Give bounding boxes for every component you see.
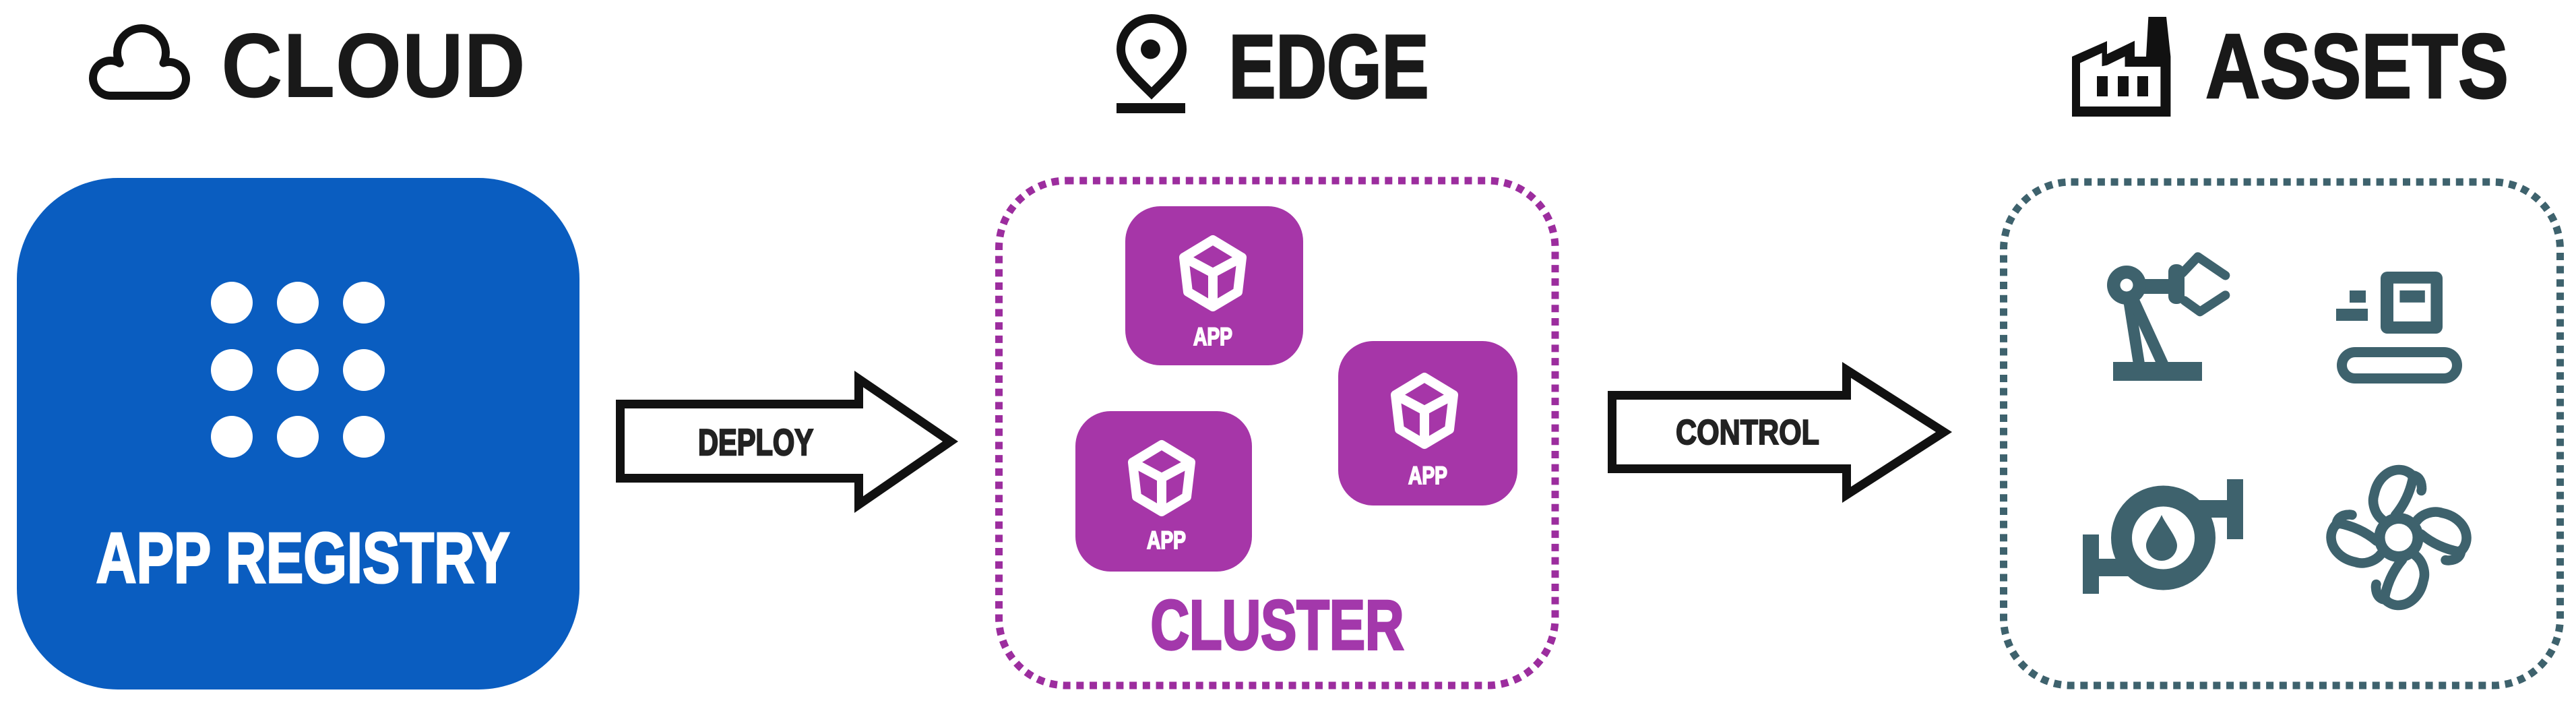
- svg-text:CLUSTER: CLUSTER: [1151, 586, 1404, 665]
- svg-text:APP: APP: [1408, 462, 1447, 489]
- svg-text:APP: APP: [1147, 526, 1186, 554]
- svg-text:DEPLOY: DEPLOY: [698, 421, 813, 463]
- svg-text:EDGE: EDGE: [1229, 17, 1429, 117]
- svg-text:APP REGISTRY: APP REGISTRY: [96, 518, 510, 598]
- svg-text:CLOUD: CLOUD: [221, 14, 526, 117]
- svg-text:ASSETS: ASSETS: [2205, 15, 2509, 117]
- svg-text:APP: APP: [1193, 323, 1232, 350]
- svg-text:CONTROL: CONTROL: [1676, 413, 1819, 452]
